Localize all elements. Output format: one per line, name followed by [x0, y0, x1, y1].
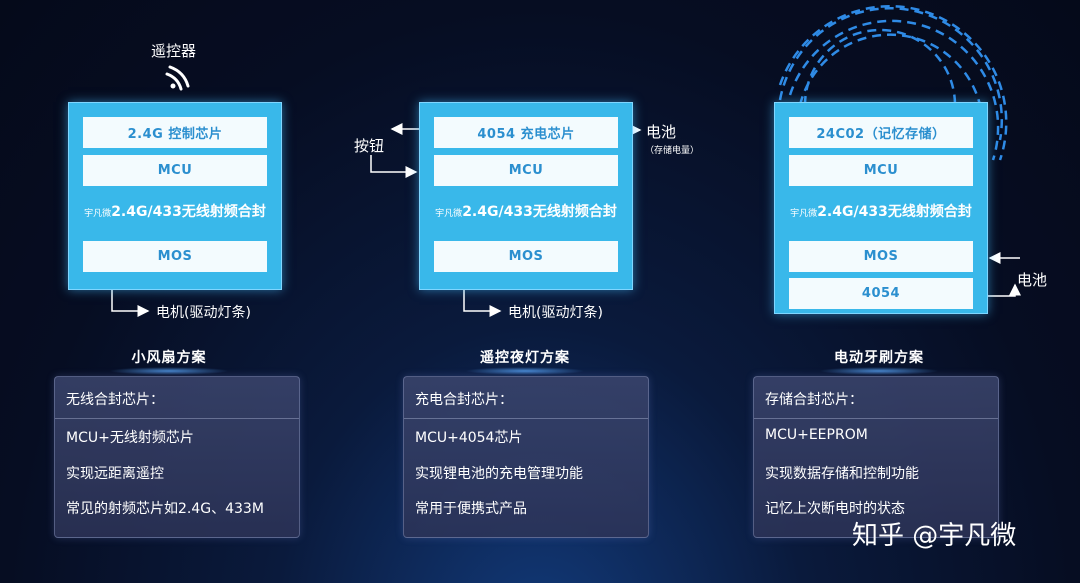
button-label: 按钮 — [354, 137, 385, 155]
chip-panel-2: 4054 充电芯片 MCU 宇凡微2.4G/433无线射频合封 MOS — [419, 102, 633, 290]
block-mos: MOS — [434, 241, 618, 272]
title-glow — [109, 367, 229, 375]
block-mos: MOS — [83, 241, 267, 272]
panel-title-fan: 小风扇方案 — [131, 350, 207, 366]
title-glow — [819, 367, 939, 375]
4054-to-battery-arrow — [983, 283, 1021, 297]
card-item: 实现数据存储和控制功能 — [765, 466, 919, 482]
block-4054: 4054 — [789, 278, 973, 309]
package-brand: 宇凡微 — [435, 209, 463, 219]
battery-label: 电池 — [1017, 271, 1048, 289]
chip-panel-1: 2.4G 控制芯片 MCU 宇凡微2.4G/433无线射频合封 MOS — [68, 102, 282, 290]
wifi-icon — [165, 65, 190, 91]
package-name: 2.4G/433无线射频合封 — [462, 204, 617, 220]
block-mcu: MCU — [434, 155, 618, 186]
block-eeprom: 24C02（记忆存储） — [789, 117, 973, 148]
package-brand: 宇凡微 — [790, 209, 818, 219]
remote-label: 遥控器 — [151, 42, 197, 60]
info-card-fan: 无线合封芯片： MCU+无线射频芯片 实现远距离遥控 常见的射频芯片如2.4G、… — [54, 376, 300, 538]
info-card-toothbrush: 存储合封芯片： MCU+EEPROM 实现数据存储和控制功能 记忆上次断电时的状… — [753, 376, 999, 538]
package-label: 宇凡微2.4G/433无线射频合封 — [419, 201, 633, 221]
card-item: 常见的射频芯片如2.4G、433M — [66, 501, 264, 517]
block-charger: 4054 充电芯片 — [434, 117, 618, 148]
info-card-nightlight: 充电合封芯片： MCU+4054芯片 实现锂电池的充电管理功能 常用于便携式产品 — [403, 376, 649, 538]
chip-panel-3: 24C02（记忆存储） MCU 宇凡微2.4G/433无线射频合封 MOS 40… — [774, 102, 988, 314]
package-label: 宇凡微2.4G/433无线射频合封 — [68, 201, 282, 221]
card-item: MCU+无线射频芯片 — [66, 430, 194, 446]
card-heading: 存储合封芯片： — [765, 392, 863, 408]
card-heading: 充电合封芯片： — [415, 392, 513, 408]
card-item: 常用于便携式产品 — [415, 501, 527, 517]
block-mcu: MCU — [789, 155, 973, 186]
package-name: 2.4G/433无线射频合封 — [111, 204, 266, 220]
card-item: 实现锂电池的充电管理功能 — [415, 466, 583, 482]
card-divider — [55, 418, 299, 419]
motor-arrow-1 — [111, 290, 150, 317]
panel-title-nightlight: 遥控夜灯方案 — [480, 350, 570, 366]
card-item: MCU+4054芯片 — [415, 430, 523, 446]
panel-title-toothbrush: 电动牙刷方案 — [834, 350, 924, 366]
block-mos: MOS — [789, 241, 973, 272]
package-name: 2.4G/433无线射频合封 — [817, 204, 972, 220]
button-in-arrow — [370, 155, 418, 178]
battery-note: （存储电量） — [645, 146, 700, 156]
card-item: 记忆上次断电时的状态 — [765, 501, 905, 517]
motor-arrow-2 — [463, 290, 502, 317]
watermark: 知乎 @宇凡微 — [852, 521, 1017, 551]
motor-label: 电机(驱动灯条) — [508, 305, 603, 321]
battery-label: 电池 — [646, 123, 677, 141]
title-glow — [465, 367, 585, 375]
package-label: 宇凡微2.4G/433无线射频合封 — [774, 201, 988, 221]
block-rf-control: 2.4G 控制芯片 — [83, 117, 267, 148]
card-divider — [404, 418, 648, 419]
card-item: MCU+EEPROM — [765, 427, 868, 443]
card-divider — [754, 418, 998, 419]
card-item: 实现远距离遥控 — [66, 466, 164, 482]
card-heading: 无线合封芯片： — [66, 392, 164, 408]
block-mcu: MCU — [83, 155, 267, 186]
motor-label: 电机(驱动灯条) — [156, 305, 251, 321]
package-brand: 宇凡微 — [84, 209, 112, 219]
